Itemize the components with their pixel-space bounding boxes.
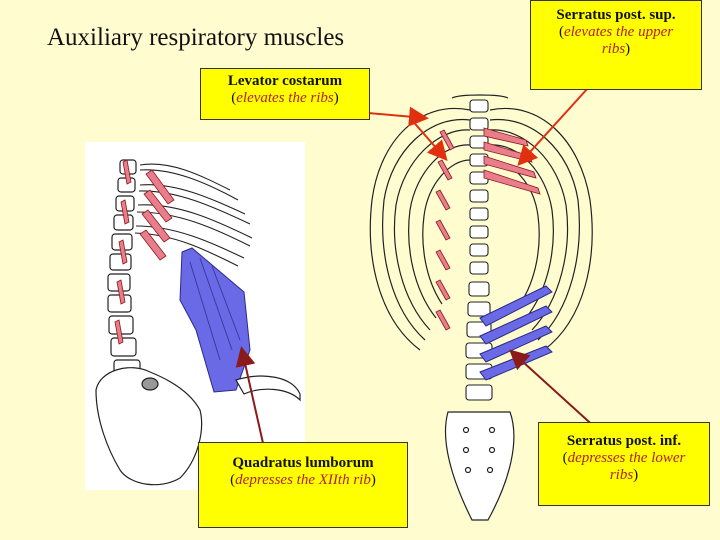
quadratus-action: (depresses the XIIth rib)	[230, 472, 376, 488]
label-serratus-post-inf: Serratus post. inf. (depresses the lower…	[538, 422, 710, 506]
arrow-serratus-inf	[509, 349, 599, 431]
arrow-levator-lateral	[367, 106, 429, 127]
posterior-sacrum	[444, 411, 515, 521]
label-quadratus-lumborum: Quadratus lumborum (depresses the XIIth …	[198, 442, 408, 528]
serratus-inf-action: (depresses the lower	[562, 450, 686, 466]
levator-costarum-muscles-lateral	[114, 159, 175, 345]
arrow-quadratus	[235, 346, 266, 453]
quadratus-lumborum-muscle-lateral	[179, 247, 251, 393]
label-serratus-post-sup: Serratus post. sup. (elevates the upper …	[530, 0, 702, 90]
serratus-inf-name: Serratus post. inf.	[566, 433, 682, 449]
serratus-posterior-superior-muscle	[483, 127, 541, 195]
arrow-serratus-sup	[517, 87, 589, 166]
arrow-levator-posterior	[409, 117, 448, 162]
levator-costarum-muscles-posterior	[435, 129, 455, 331]
levator-name: Levator costarum	[227, 73, 343, 89]
lateral-pelvis	[95, 367, 301, 486]
lateral-ribs	[134, 163, 253, 267]
lateral-vertebral-column	[107, 159, 141, 379]
label-levator-costarum: Levator costarum (elevates the ribs)	[200, 68, 370, 120]
levator-action: (elevates the ribs)	[231, 90, 339, 106]
quadratus-name: Quadratus lumborum	[232, 455, 374, 471]
serratus-sup-action: (elevates the upper	[558, 24, 674, 40]
slide-title: Auxiliary respiratory muscles	[47, 24, 345, 51]
serratus-sup-name: Serratus post. sup.	[556, 7, 676, 23]
